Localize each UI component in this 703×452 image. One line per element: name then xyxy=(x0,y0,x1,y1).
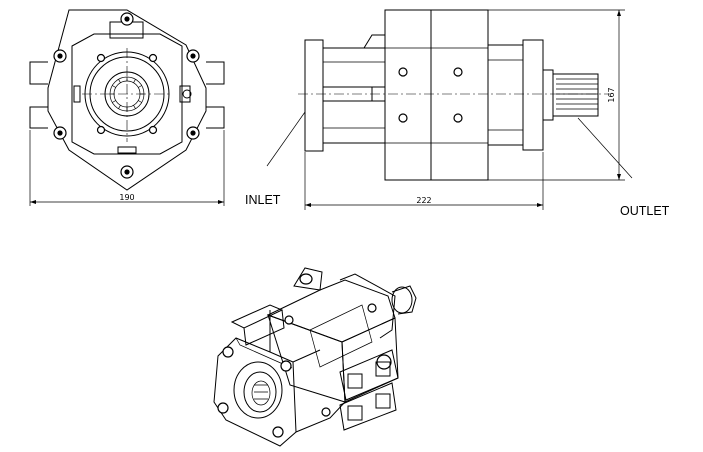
iso-front-bore-inner xyxy=(243,371,277,413)
iso-bracket-block-4 xyxy=(375,393,391,409)
top-boss xyxy=(363,34,385,49)
isometric-view xyxy=(213,267,417,447)
iso-rear-flange xyxy=(339,273,396,339)
iso-front-bore xyxy=(233,361,283,419)
outlet-label: OUTLET xyxy=(620,204,670,218)
iso-bracket-block-3 xyxy=(347,405,363,421)
flange-hole-lr xyxy=(148,125,158,135)
flange-hole-ll xyxy=(96,125,106,135)
body-bolt-2 xyxy=(453,67,463,77)
bottom-key xyxy=(117,146,137,154)
iso-bracket-block-2 xyxy=(375,361,391,377)
front-flange xyxy=(71,33,183,155)
flange-hole-ur xyxy=(148,53,158,63)
iso-body-hole-3 xyxy=(367,303,377,313)
outlet-flange xyxy=(522,39,544,151)
inlet-leader xyxy=(266,111,306,167)
iso-body-hole-1 xyxy=(284,315,294,325)
iso-flange-hole-3 xyxy=(217,402,229,414)
outlet-leader xyxy=(577,117,633,179)
main-body xyxy=(384,9,489,181)
iso-flange-hole-4 xyxy=(272,426,284,438)
shaft-collar xyxy=(542,69,554,121)
iso-main-body-front xyxy=(267,314,346,403)
iso-spline-bore xyxy=(251,380,271,406)
front-housing-outline xyxy=(47,9,207,191)
iso-top-pad-hole xyxy=(299,273,313,285)
right-lug xyxy=(206,61,225,129)
inlet-label: INLET xyxy=(245,193,281,207)
iso-bracket-upper xyxy=(339,349,399,401)
iso-shaft-spline xyxy=(391,285,417,315)
iso-bracket-block-1 xyxy=(347,373,363,389)
iso-top-pad xyxy=(293,267,323,291)
body-bolt-1 xyxy=(398,67,408,77)
side-height-dimension: 167 xyxy=(607,87,616,102)
iso-flange-hole-1 xyxy=(222,346,234,358)
iso-body-hole-2 xyxy=(321,407,331,417)
front-width-dimension: 190 xyxy=(119,193,134,202)
iso-main-body-top xyxy=(266,279,396,343)
flange-hole-ul xyxy=(96,53,106,63)
left-port-block xyxy=(73,85,81,103)
side-length-dimension: 222 xyxy=(416,196,431,205)
inlet-flange xyxy=(304,39,324,152)
front-view: 190 xyxy=(29,9,225,206)
side-view: 222 167 INLET OUTLET xyxy=(245,9,670,218)
front-bolt-holes xyxy=(53,12,200,179)
body-bolt-4 xyxy=(453,113,463,123)
iso-body-face-line xyxy=(309,304,373,368)
body-bolt-3 xyxy=(398,113,408,123)
iso-flange-hole-2 xyxy=(280,360,292,372)
splined-shaft xyxy=(552,73,599,117)
iso-left-bracket xyxy=(230,304,284,329)
iso-bracket-lower xyxy=(339,382,397,431)
right-port-bolt xyxy=(182,89,192,99)
left-lug xyxy=(29,61,48,129)
right-port-block xyxy=(179,85,191,103)
shaft-splines xyxy=(556,78,598,110)
